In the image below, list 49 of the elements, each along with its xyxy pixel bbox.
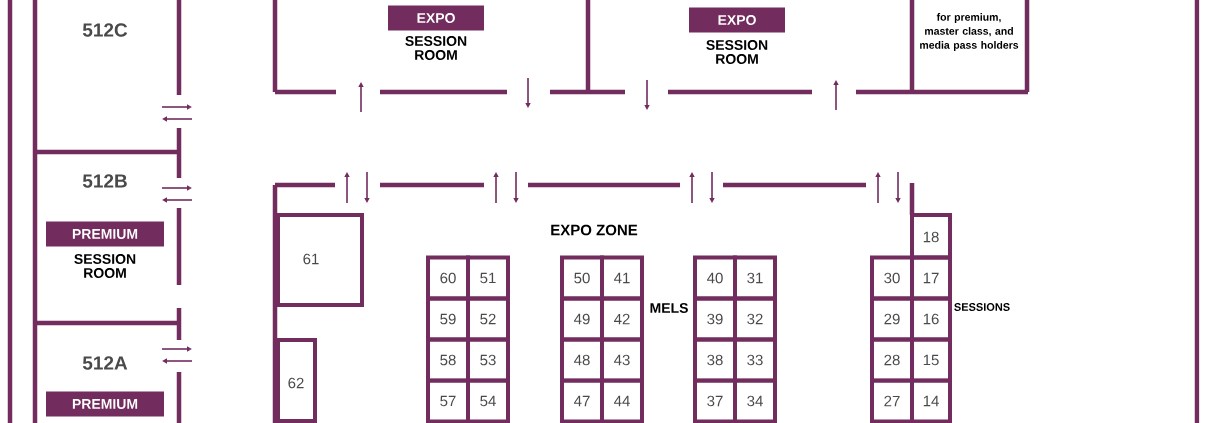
booth-box: 29	[870, 296, 914, 342]
room-number: 512C	[82, 23, 128, 37]
booth-box: 57	[426, 378, 470, 423]
room-label: SESSION ROOM	[405, 36, 467, 60]
booth-box: 16	[910, 296, 952, 342]
booth-box: 40	[693, 255, 737, 301]
room-number: 512B	[82, 174, 127, 188]
booth-box: 51	[466, 255, 510, 301]
booth-box: 54	[466, 378, 510, 423]
booth-box: 14	[910, 378, 952, 423]
booth-box: 47	[560, 378, 604, 423]
booth-box: 15	[910, 337, 952, 383]
booth-box: 37	[693, 378, 737, 423]
booth-box: 50	[560, 255, 604, 301]
zone-label: EXPO ZONE	[551, 224, 638, 236]
booth-label: MELS	[650, 303, 688, 313]
booth-box: 38	[693, 337, 737, 383]
room-badge: PREMIUM	[46, 221, 164, 247]
booth-box: 48	[560, 337, 604, 383]
booth-box: 60	[426, 255, 470, 301]
booth-box: 33	[733, 337, 777, 383]
booth-box: 62	[276, 338, 317, 423]
room-note: for premium, master class, and media pass holders	[920, 13, 1019, 51]
room-badge: EXPO	[388, 5, 484, 31]
room-badge: EXPO	[689, 7, 785, 33]
booth-box: 41	[600, 255, 644, 301]
booth-box: 44	[600, 378, 644, 423]
booth-box: 49	[560, 296, 604, 342]
room-badge: PREMIUM	[46, 391, 164, 417]
booth-box: 61	[276, 213, 364, 307]
booth-box: 17	[910, 255, 952, 301]
booth-box: 52	[466, 296, 510, 342]
booth-box: 27	[870, 378, 914, 423]
booth-box: 18	[910, 213, 952, 260]
booth-box: 43	[600, 337, 644, 383]
booth-box: 28	[870, 337, 914, 383]
booth-box: 32	[733, 296, 777, 342]
booth-label: SESSIONS	[954, 303, 1010, 311]
booth-box: 58	[426, 337, 470, 383]
booth-box: 34	[733, 378, 777, 423]
booth-box: 31	[733, 255, 777, 301]
booth-box: 39	[693, 296, 737, 342]
booth-box: 53	[466, 337, 510, 383]
room-label: SESSION ROOM	[706, 40, 768, 64]
room-number: 512A	[82, 356, 128, 370]
booth-box: 30	[870, 255, 914, 301]
room-label: SESSION ROOM	[74, 254, 136, 278]
booth-box: 42	[600, 296, 644, 342]
booth-box: 59	[426, 296, 470, 342]
